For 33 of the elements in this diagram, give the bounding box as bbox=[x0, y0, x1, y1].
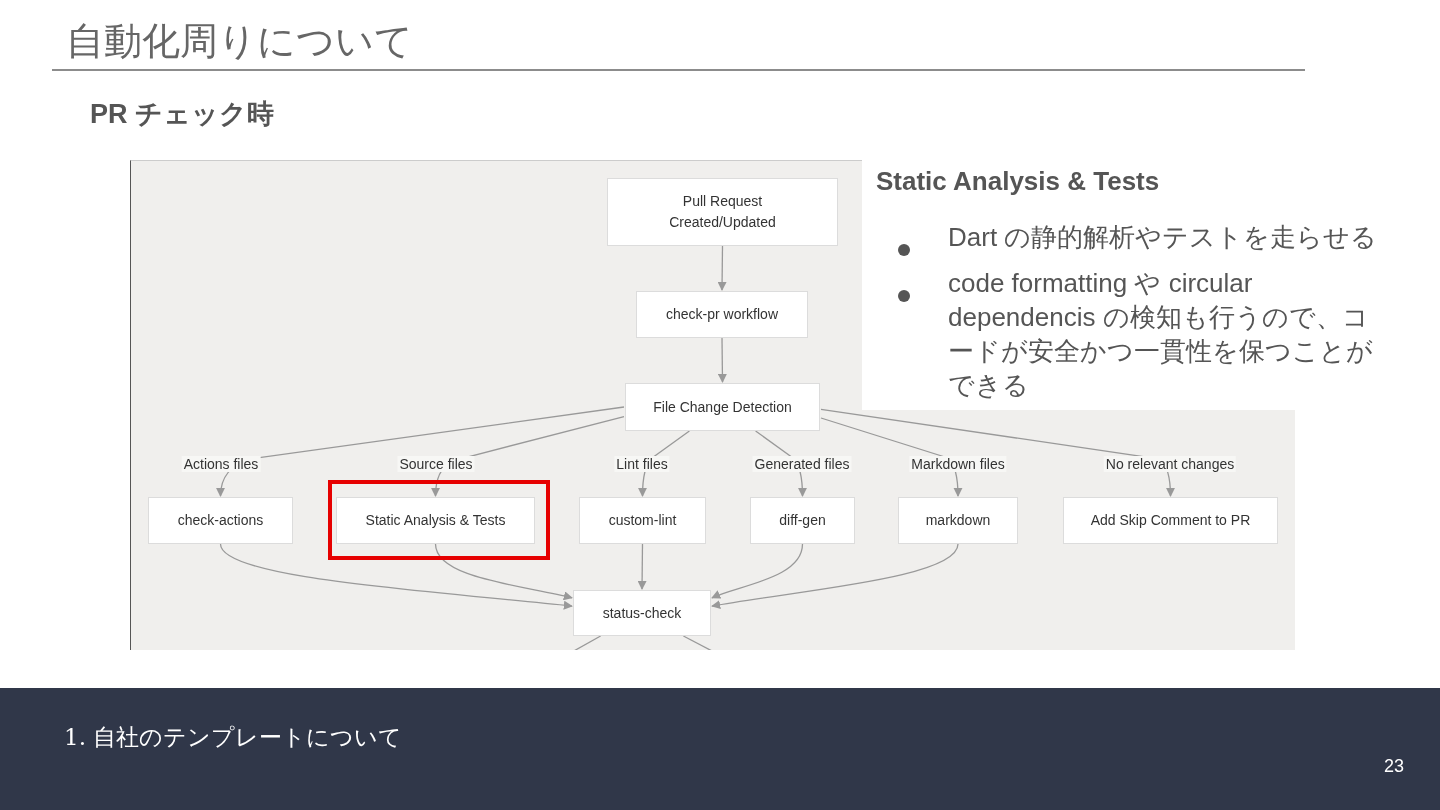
arrow bbox=[820, 417, 963, 497]
edge-label: Lint files bbox=[614, 456, 670, 472]
arrow bbox=[820, 408, 1175, 497]
process-box: Add Skip Comment to PR bbox=[1063, 497, 1278, 544]
arrow bbox=[219, 543, 573, 610]
edge-label: No relevant changes bbox=[1103, 456, 1237, 472]
arrow bbox=[216, 406, 625, 497]
footer-text: 1. 自社のテンプレートについて bbox=[64, 723, 403, 752]
arrow bbox=[434, 543, 573, 601]
process-box: markdown bbox=[898, 497, 1018, 544]
process-box: File Change Detection bbox=[625, 383, 820, 431]
process-box: diff-gen bbox=[750, 497, 855, 544]
edge-label: Markdown files bbox=[909, 456, 1007, 472]
arrow bbox=[711, 543, 959, 610]
arrow bbox=[637, 543, 647, 590]
bullet-text: code formatting や circular dependencis の検知も行うので、コードが安全かつ一貫性を保つことができる bbox=[948, 267, 1374, 402]
subheading: PR チェック時 bbox=[90, 98, 274, 131]
edge-label: Source files bbox=[397, 456, 475, 472]
edge-label: Actions files bbox=[181, 456, 261, 472]
process-box: Static Analysis & Tests bbox=[336, 497, 535, 544]
process-box: status-check bbox=[573, 590, 711, 636]
process-box: check-pr workflow bbox=[636, 291, 808, 338]
arrow bbox=[717, 245, 727, 291]
process-box: custom-lint bbox=[579, 497, 706, 544]
bullet-text: Dart の静的解析やテストを走らせる bbox=[948, 221, 1379, 254]
arrow bbox=[711, 543, 804, 599]
slide-title: 自動化周りについて bbox=[66, 18, 413, 65]
process-box: Pull Request Created/Updated bbox=[607, 178, 838, 246]
page-number: 23 bbox=[1384, 756, 1405, 777]
panel-heading: Static Analysis & Tests bbox=[876, 166, 1160, 197]
process-box: check-actions bbox=[148, 497, 293, 544]
edge-label: Generated files bbox=[752, 456, 852, 472]
arrow bbox=[717, 337, 727, 383]
